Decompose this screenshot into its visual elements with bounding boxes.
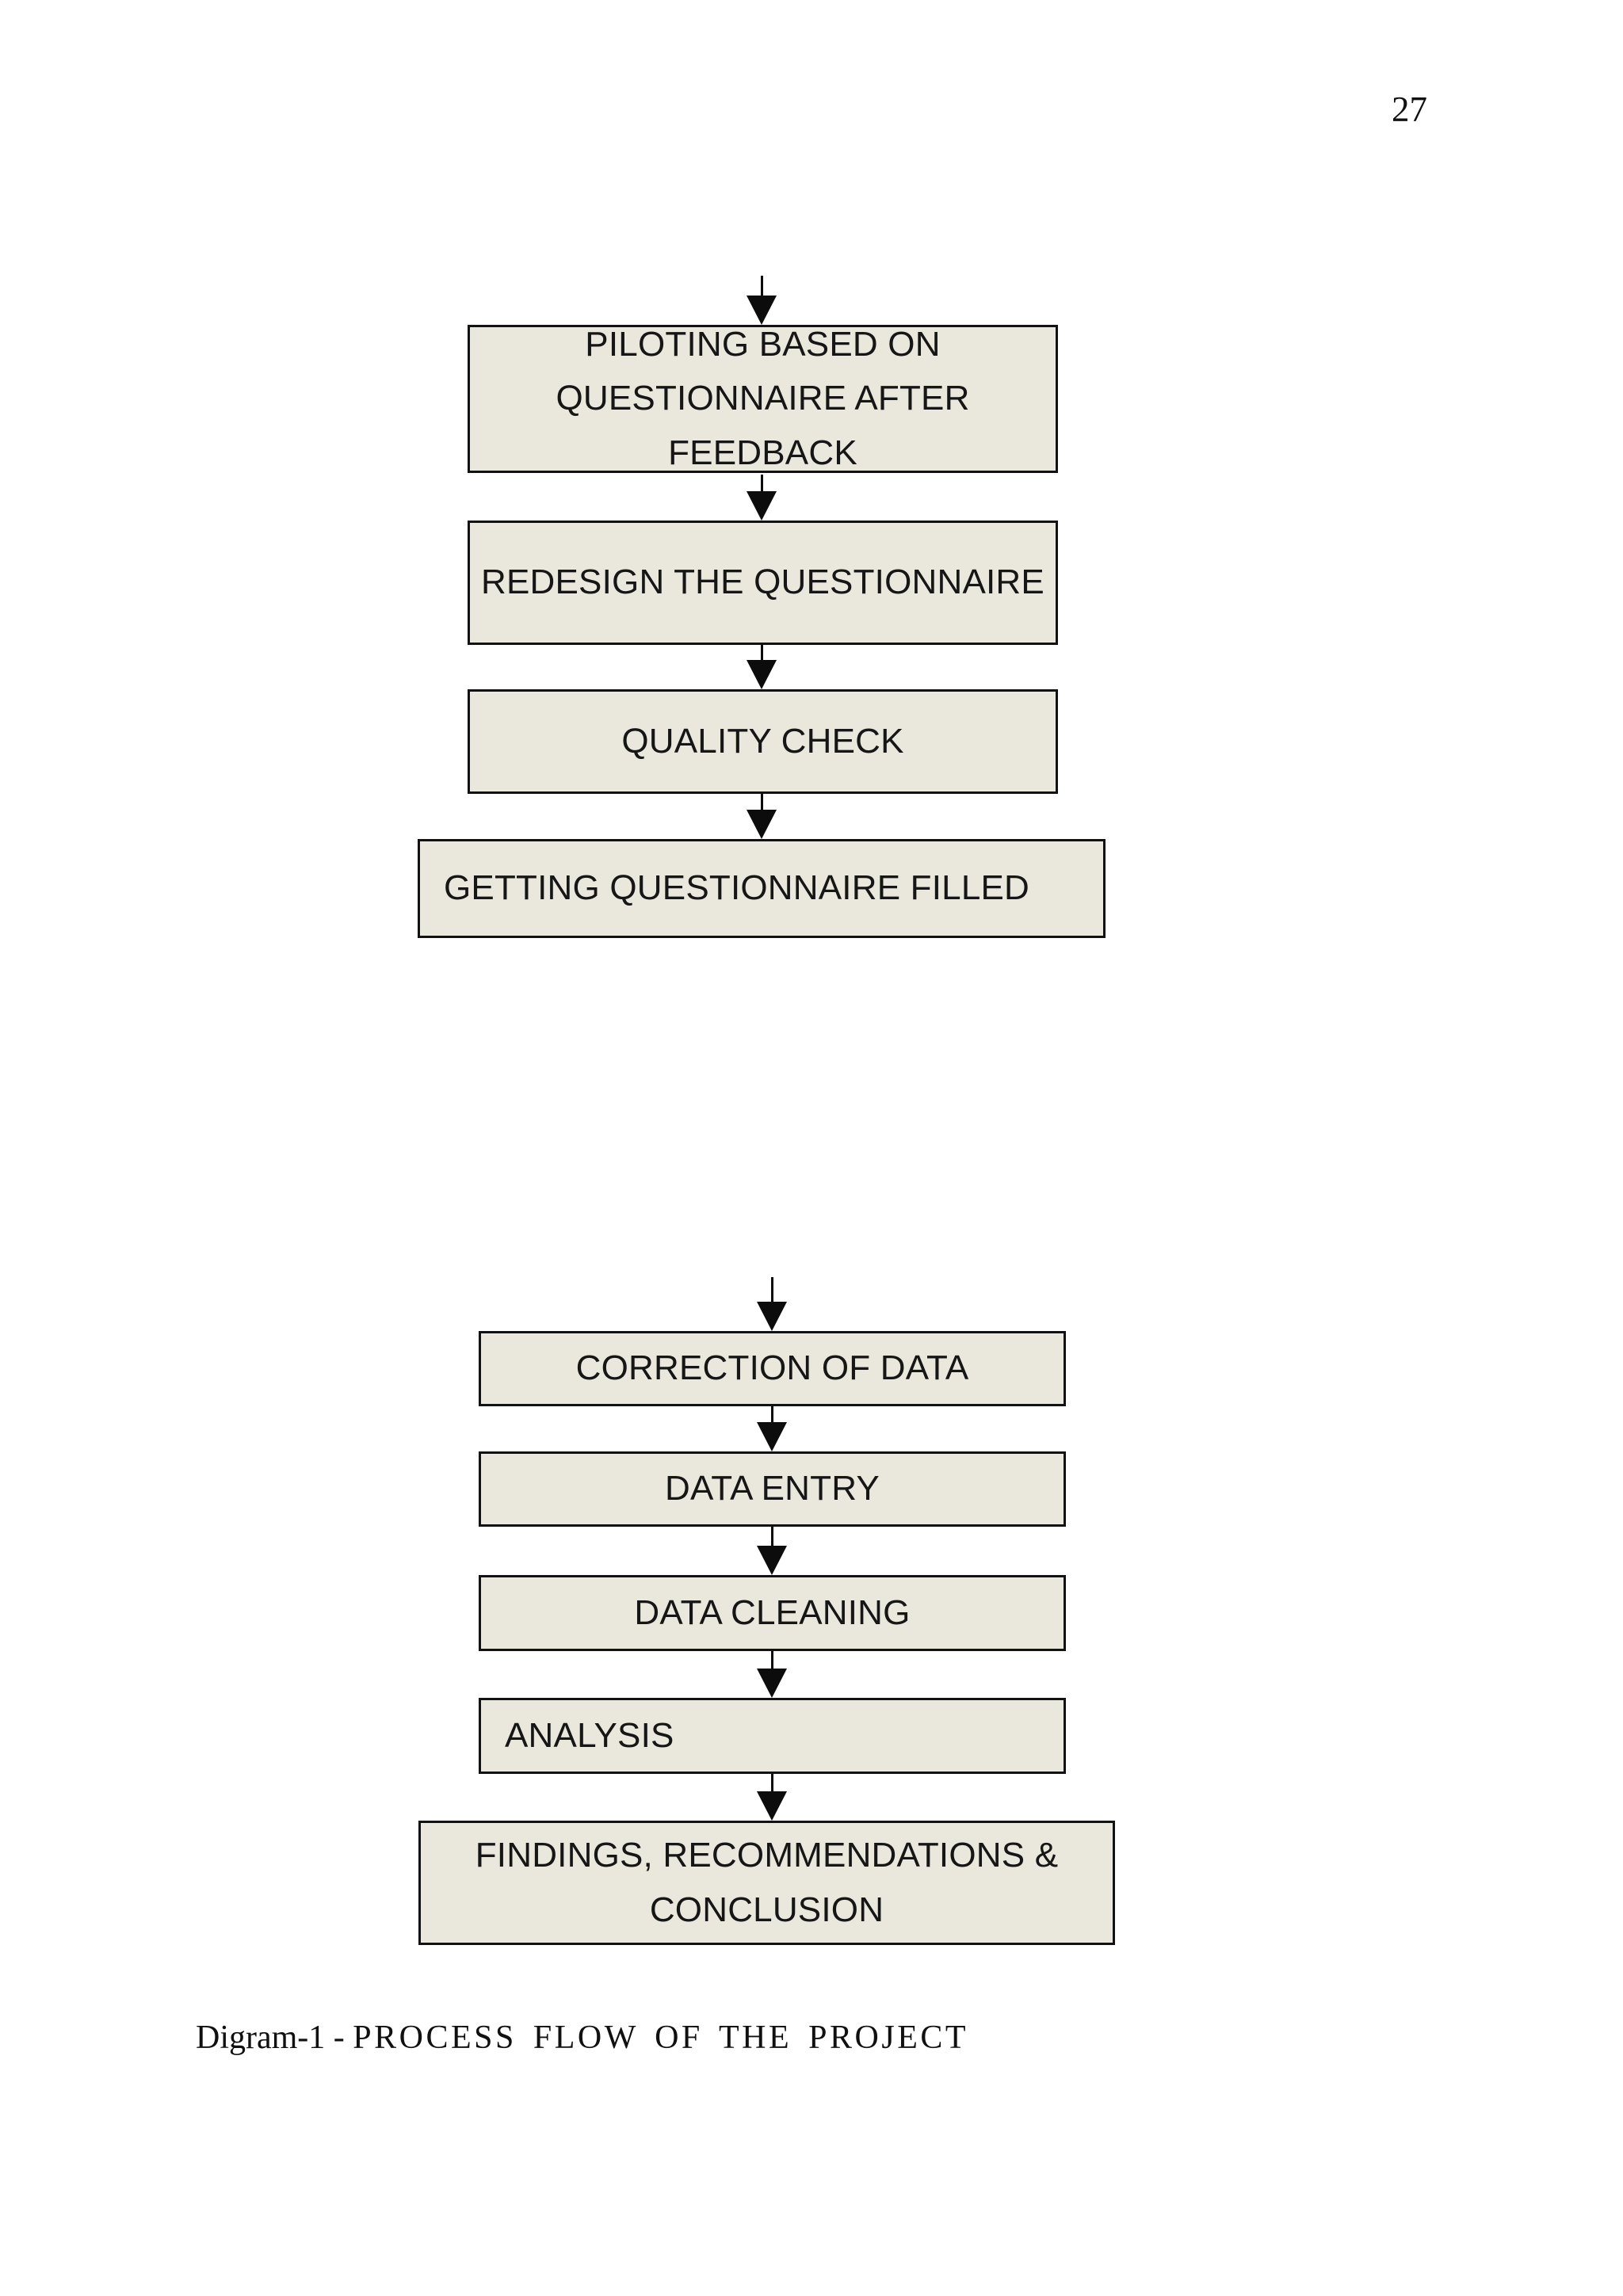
- flow-box-label: DATA CLEANING: [481, 1586, 1064, 1640]
- caption-title: PROCESS FLOW OF THE PROJECT: [353, 2019, 969, 2056]
- arrow-stem: [770, 1651, 773, 1669]
- flow-arrow-down-icon: [757, 1651, 787, 1698]
- flow-arrow-down-icon: [757, 1774, 787, 1821]
- flow-box-label: FINDINGS, RECOMMENDATIONS & CONCLUSION: [421, 1829, 1113, 1936]
- flow-box-label: QUALITY CHECK: [470, 715, 1056, 769]
- flow-box-label: CORRECTION OF DATA: [481, 1341, 1064, 1395]
- label-line: FINDINGS, RECOMMENDATIONS &: [475, 1836, 1059, 1875]
- flow-box-redesign: REDESIGN THE QUESTIONNAIRE: [468, 521, 1058, 645]
- arrow-stem: [770, 1774, 773, 1791]
- label-line: ANALYSIS: [505, 1715, 674, 1755]
- label-line: CONCLUSION: [649, 1890, 884, 1929]
- arrow-head: [747, 491, 777, 521]
- caption-label: Digram-1 -: [196, 2019, 353, 2056]
- page-number: 27: [1392, 90, 1427, 129]
- flow-arrow-down-icon: [747, 794, 777, 839]
- arrow-stem: [770, 1406, 773, 1422]
- arrow-head: [757, 1302, 787, 1331]
- flow-box-correction: CORRECTION OF DATA: [479, 1331, 1066, 1406]
- label-line: GETTING QUESTIONNAIRE FILLED: [444, 868, 1030, 908]
- flow-arrow-down-icon: [757, 1527, 787, 1575]
- flow-box-getting-filled: GETTING QUESTIONNAIRE FILLED: [418, 839, 1106, 938]
- flow-box-label: PILOTING BASED ON QUESTIONNAIRE AFTER FE…: [470, 318, 1056, 480]
- arrow-stem: [760, 475, 763, 491]
- label-line: REDESIGN THE QUESTIONNAIRE: [481, 563, 1044, 602]
- flow-box-data-entry: DATA ENTRY: [479, 1451, 1066, 1527]
- label-line: DATA ENTRY: [665, 1469, 880, 1508]
- arrow-stem: [770, 1527, 773, 1546]
- label-line: QUALITY CHECK: [621, 721, 904, 761]
- label-line: DATA CLEANING: [634, 1592, 911, 1632]
- flow-arrow-down-icon: [757, 1406, 787, 1451]
- flow-box-label: DATA ENTRY: [481, 1462, 1064, 1516]
- flow-box-findings: FINDINGS, RECOMMENDATIONS & CONCLUSION: [418, 1821, 1115, 1945]
- flow-box-piloting: PILOTING BASED ON QUESTIONNAIRE AFTER FE…: [468, 325, 1058, 473]
- arrow-head: [747, 296, 777, 325]
- flow-box-label: ANALYSIS: [505, 1709, 1064, 1763]
- arrow-stem: [770, 1277, 773, 1302]
- arrow-head: [757, 1791, 787, 1821]
- flow-box-label: REDESIGN THE QUESTIONNAIRE: [470, 555, 1056, 609]
- diagram-caption: Digram-1 - PROCESS FLOW OF THE PROJECT: [196, 2019, 968, 2057]
- arrow-head: [747, 810, 777, 839]
- flow-arrow-down-icon: [747, 645, 777, 689]
- flow-box-quality-check: QUALITY CHECK: [468, 689, 1058, 794]
- arrow-stem: [760, 794, 763, 810]
- label-line: CORRECTION OF DATA: [575, 1348, 969, 1388]
- flow-arrow-down-icon: [757, 1277, 787, 1331]
- arrow-head: [747, 660, 777, 689]
- arrow-head: [757, 1422, 787, 1451]
- flow-box-label: GETTING QUESTIONNAIRE FILLED: [444, 861, 1103, 915]
- label-line: PILOTING BASED ON: [585, 325, 941, 364]
- arrow-head: [757, 1669, 787, 1698]
- label-line: QUESTIONNAIRE AFTER FEEDBACK: [556, 379, 970, 472]
- arrow-head: [757, 1546, 787, 1575]
- arrow-stem: [760, 645, 763, 660]
- flow-box-data-cleaning: DATA CLEANING: [479, 1575, 1066, 1651]
- flow-box-analysis: ANALYSIS: [479, 1698, 1066, 1774]
- flow-arrow-down-icon: [747, 276, 777, 325]
- flow-arrow-down-icon: [747, 475, 777, 521]
- arrow-stem: [760, 276, 763, 296]
